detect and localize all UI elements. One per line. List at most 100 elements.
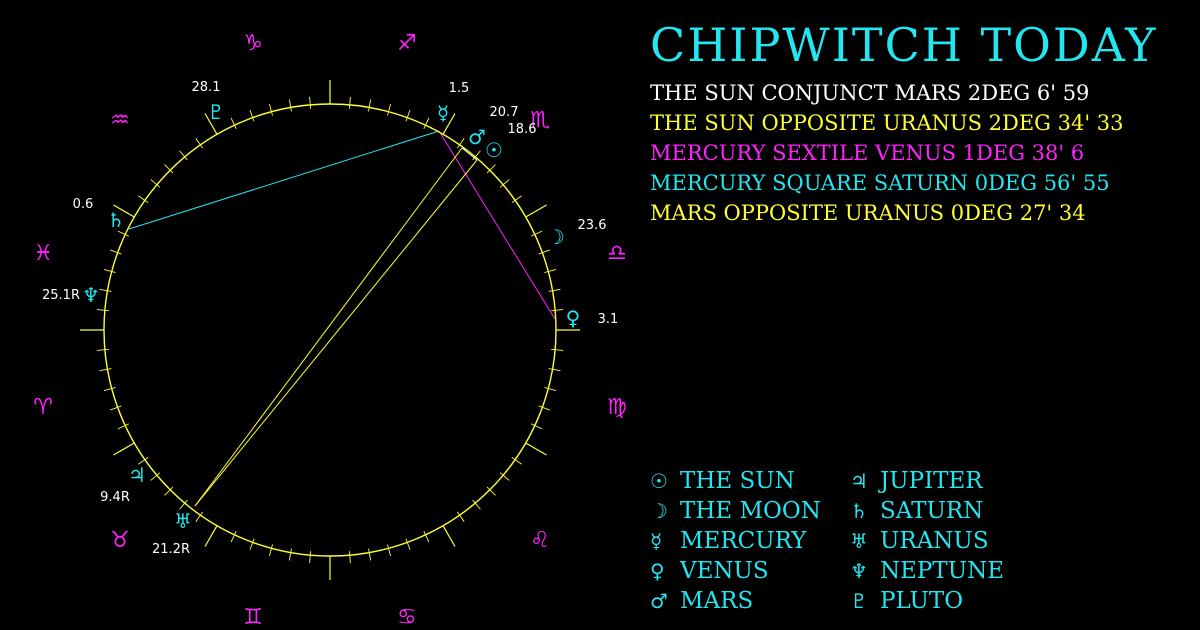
degree-tick bbox=[103, 269, 116, 273]
sun-icon: ☉ bbox=[650, 469, 668, 493]
neptune-icon: ♆ bbox=[850, 559, 868, 583]
sign-cusp-tick bbox=[442, 113, 456, 135]
degree-tick bbox=[309, 551, 312, 564]
legend-item: ☿MERCURY bbox=[650, 526, 850, 556]
degree-tick bbox=[423, 117, 430, 129]
degree-tick bbox=[164, 486, 174, 496]
aspect-item: THE SUN CONJUNCT MARS 2DEG 6' 59 bbox=[650, 81, 1090, 105]
legend-item: ♆NEPTUNE bbox=[850, 556, 1050, 586]
degree-tick bbox=[99, 368, 112, 372]
aquarius-icon: ♒ bbox=[110, 108, 130, 133]
aspect-item: MARS OPPOSITE URANUS 0DEG 27' 34 bbox=[650, 201, 1086, 225]
degree-tick bbox=[405, 109, 411, 122]
degree-tick bbox=[117, 423, 129, 430]
legend-label: URANUS bbox=[880, 528, 989, 554]
degree-tick bbox=[150, 179, 161, 188]
neptune-icon: ♆ bbox=[82, 283, 100, 307]
pluto-degree-label: 28.1 bbox=[192, 80, 221, 95]
degree-tick bbox=[164, 164, 174, 174]
degree-tick bbox=[531, 423, 543, 430]
cancer-icon: ♋ bbox=[397, 605, 417, 630]
degree-tick bbox=[103, 387, 116, 391]
saturn-icon: ♄ bbox=[850, 499, 868, 523]
degree-tick bbox=[348, 96, 351, 109]
degree-tick bbox=[348, 551, 351, 564]
sun-icon: ☉ bbox=[485, 138, 503, 162]
moon-icon: ☽ bbox=[547, 225, 565, 249]
sagittarius-icon: ♐ bbox=[397, 31, 417, 56]
sun-degree-label: 18.6 bbox=[508, 122, 537, 137]
sign-cusp-tick bbox=[525, 204, 547, 218]
venus-icon: ♀ bbox=[566, 306, 581, 330]
degree-tick bbox=[269, 103, 273, 116]
degree-tick bbox=[551, 348, 564, 351]
legend-label: THE MOON bbox=[680, 498, 821, 524]
aspect-lines bbox=[128, 130, 556, 507]
gemini-icon: ♊ bbox=[243, 605, 263, 630]
moon-degree-label: 23.6 bbox=[578, 218, 607, 233]
venus-icon: ♀ bbox=[650, 559, 665, 583]
degree-tick bbox=[499, 179, 510, 188]
legend-label: MARS bbox=[680, 588, 754, 614]
degree-tick bbox=[230, 117, 237, 129]
aries-icon: ♈ bbox=[33, 395, 53, 420]
degree-tick bbox=[548, 288, 561, 292]
mercury-degree-label: 1.5 bbox=[449, 81, 470, 96]
mars-icon: ♂ bbox=[468, 125, 486, 149]
degree-tick bbox=[551, 309, 564, 312]
legend-item: ♀ VENUS bbox=[650, 556, 850, 586]
degree-tick bbox=[249, 538, 255, 551]
saturn-degree-label: 0.6 bbox=[73, 197, 94, 212]
natal-wheel-chart: ♐♏♎♍♌♋♊♉♈♓♒♑ ☿1.5♂20.7☉18.6☽23.6♀3.1♅21.… bbox=[33, 31, 626, 630]
sign-cusp-tick bbox=[113, 204, 135, 218]
degree-tick bbox=[309, 96, 312, 109]
libra-icon: ♎ bbox=[607, 241, 627, 266]
pisces-icon: ♓ bbox=[33, 241, 53, 266]
taurus-icon: ♉ bbox=[110, 528, 130, 553]
aspect-line-mercury-saturn bbox=[128, 130, 440, 230]
legend-label: SATURN bbox=[880, 498, 984, 524]
mars-icon: ♂ bbox=[650, 589, 668, 613]
degree-tick bbox=[472, 150, 481, 161]
degree-tick bbox=[548, 368, 561, 372]
degree-tick bbox=[179, 499, 188, 510]
mercury-icon: ☿ bbox=[650, 529, 663, 553]
degree-tick bbox=[150, 472, 161, 481]
planet-markers: ☿1.5♂20.7☉18.6☽23.6♀3.1♅21.2R♃9.4R♆25.1R… bbox=[42, 80, 618, 557]
degree-tick bbox=[538, 249, 551, 255]
uranus-degree-label: 21.2R bbox=[152, 542, 190, 557]
legend-label: VENUS bbox=[680, 558, 769, 584]
degree-tick bbox=[195, 511, 204, 522]
legend-item: ☽ THE MOON bbox=[650, 496, 850, 526]
degree-tick bbox=[486, 164, 496, 174]
uranus-icon: ♅ bbox=[174, 509, 192, 533]
degree-tick bbox=[511, 195, 522, 204]
degree-tick bbox=[387, 103, 391, 116]
degree-tick bbox=[538, 405, 551, 411]
neptune-degree-label: 25.1R bbox=[42, 288, 80, 303]
degree-tick bbox=[511, 456, 522, 465]
degree-tick bbox=[288, 548, 292, 561]
planet-legend: ☉THE SUN ♃JUPITER ☽THE MOON ♄SATURN ☿MER… bbox=[650, 466, 1050, 616]
degree-tick bbox=[288, 99, 292, 112]
degree-tick bbox=[96, 348, 109, 351]
degree-tick bbox=[138, 456, 149, 465]
degree-tick bbox=[195, 138, 204, 149]
degree-tick bbox=[109, 249, 122, 255]
sign-cusp-tick bbox=[113, 442, 135, 456]
degree-tick bbox=[544, 269, 557, 273]
degree-tick bbox=[269, 544, 273, 557]
pluto-icon: ♇ bbox=[207, 100, 225, 124]
degree-tick bbox=[499, 472, 510, 481]
degree-tick bbox=[249, 109, 255, 122]
aspect-item: MERCURY SQUARE SATURN 0DEG 56' 55 bbox=[650, 171, 1110, 195]
sign-cusp-tick bbox=[525, 442, 547, 456]
virgo-icon: ♍ bbox=[607, 395, 627, 420]
pluto-icon: ♇ bbox=[850, 589, 868, 613]
saturn-icon: ♄ bbox=[107, 208, 125, 232]
zodiac-signs: ♐♏♎♍♌♋♊♉♈♓♒♑ bbox=[33, 31, 626, 630]
degree-tick bbox=[531, 230, 543, 237]
degree-tick bbox=[179, 150, 188, 161]
moon-icon: ☽ bbox=[650, 499, 668, 523]
legend-item: ♇PLUTO bbox=[850, 586, 1050, 616]
